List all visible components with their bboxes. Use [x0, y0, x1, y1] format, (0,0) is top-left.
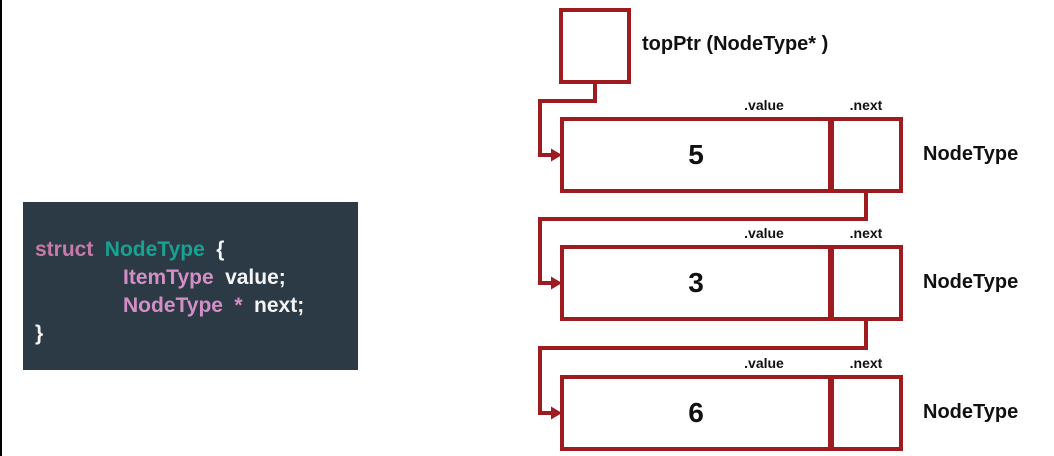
node-cell-divider — [828, 121, 834, 189]
code-close-brace: } — [35, 322, 44, 345]
node-box: 3 — [560, 245, 903, 321]
code-line-next-member: NodeType * next; — [35, 292, 358, 320]
node-box: 5 — [560, 117, 903, 193]
node-next-cell — [834, 121, 899, 189]
node-cell-divider — [828, 249, 834, 317]
code-open-brace: { — [216, 238, 225, 261]
code-next-declaration: next; — [254, 294, 305, 317]
code-value-declaration: value; — [225, 266, 286, 289]
code-type-nodetype: NodeType — [104, 238, 205, 261]
node-value: 6 — [688, 397, 704, 428]
code-line-value-member: ItemType value; — [35, 264, 358, 292]
next-field-label: .next — [849, 225, 883, 241]
node-value: 3 — [688, 267, 704, 298]
node-value-cell: 6 — [564, 379, 828, 447]
code-line-struct-open: struct NodeType { — [35, 236, 358, 264]
node-next-cell — [834, 379, 899, 447]
left-border-line — [0, 0, 2, 456]
code-type-nodetype-ptr: NodeType — [123, 294, 223, 317]
code-line-struct-close: } — [35, 320, 358, 348]
code-pointer-star: * — [234, 294, 243, 317]
code-type-itemtype: ItemType — [123, 266, 214, 289]
next-field-label: .next — [849, 355, 883, 371]
code-keyword-struct: struct — [35, 238, 94, 261]
value-field-label: .value — [744, 225, 784, 241]
node-value: 5 — [688, 139, 704, 170]
node-value-cell: 5 — [564, 121, 828, 189]
node-type-label: NodeType — [923, 143, 1019, 165]
node-type-label: NodeType — [923, 401, 1019, 423]
node-box: 6 — [560, 375, 903, 451]
node-value-cell: 3 — [564, 249, 828, 317]
top-pointer-label: topPtr (NodeType* ) — [642, 33, 829, 55]
next-field-label: .next — [849, 97, 883, 113]
node-type-label: NodeType — [923, 271, 1019, 293]
node-next-cell — [834, 249, 899, 317]
value-field-label: .value — [744, 355, 784, 371]
value-field-label: .value — [744, 97, 784, 113]
node-cell-divider — [828, 379, 834, 447]
top-pointer-box — [559, 8, 631, 84]
code-block: struct NodeType { ItemType value; NodeTy… — [23, 202, 358, 370]
